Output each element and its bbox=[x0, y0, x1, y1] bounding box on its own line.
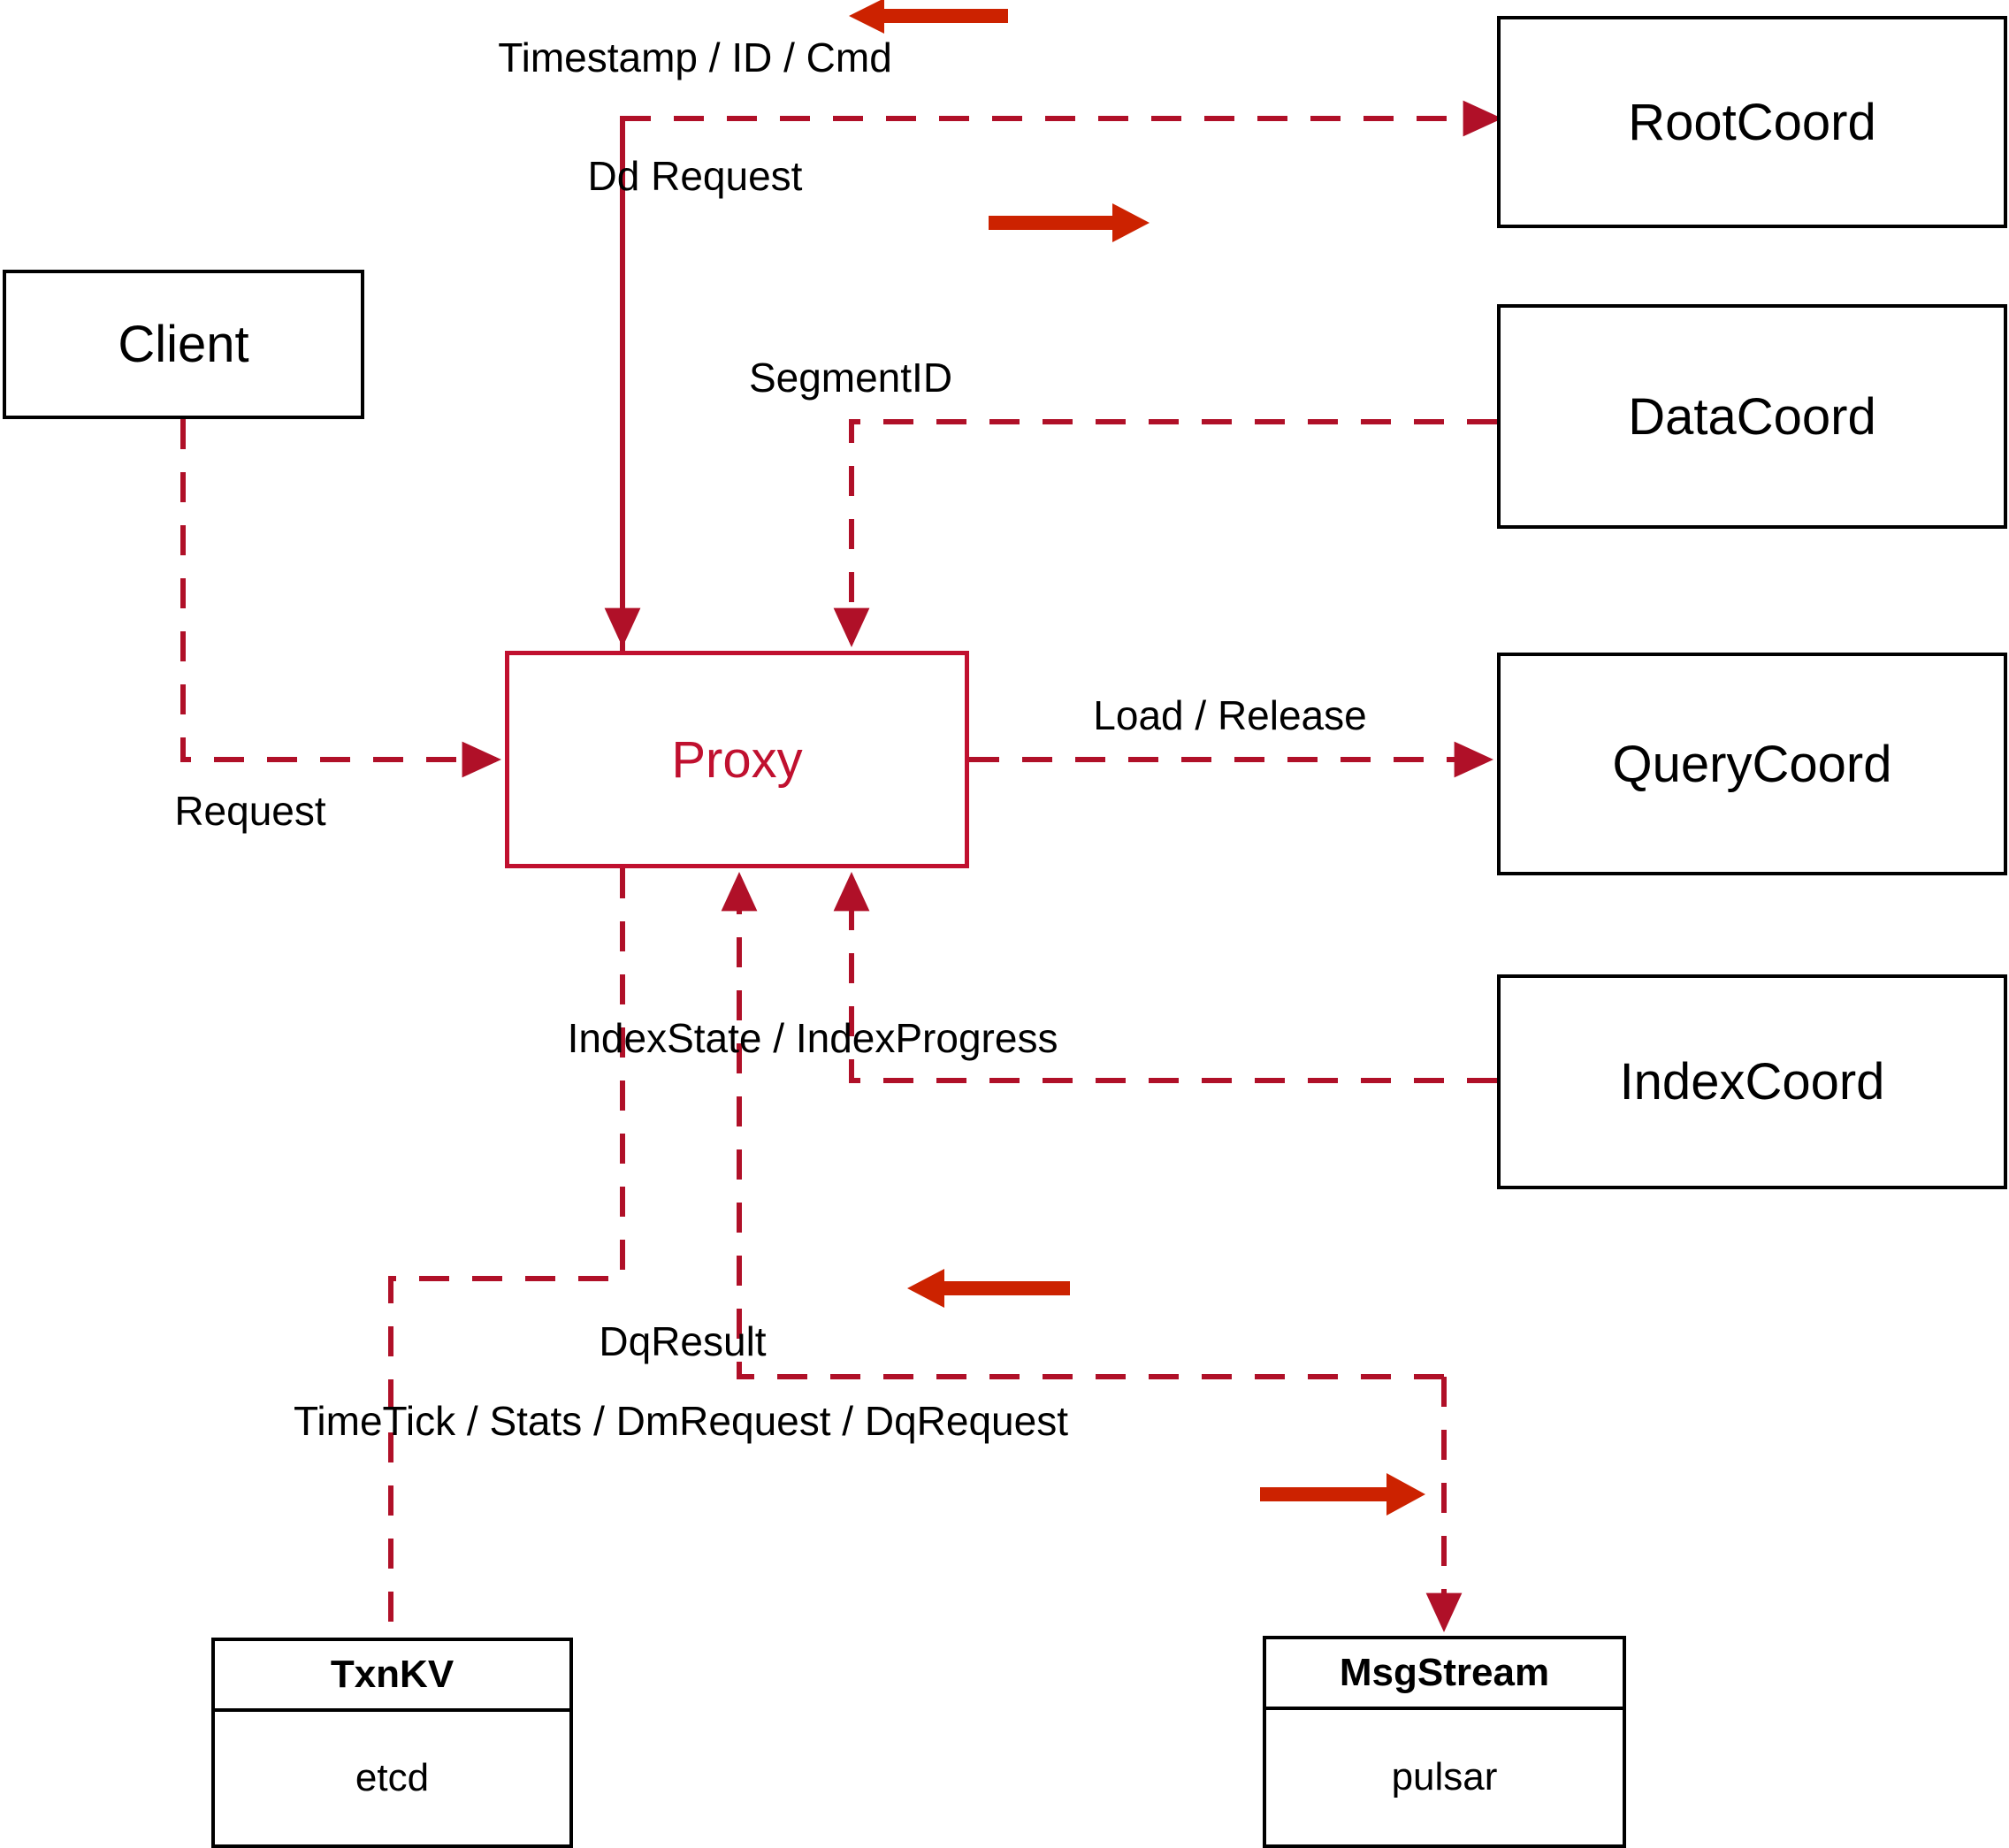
node-msgstream-body-label: pulsar bbox=[1391, 1755, 1498, 1798]
edge-indexcoord-to-proxy bbox=[833, 872, 1497, 1083]
node-proxy[interactable]: Proxy bbox=[505, 651, 969, 868]
node-txnkv-body-label: etcd bbox=[355, 1756, 430, 1799]
node-client-label: Client bbox=[118, 316, 249, 373]
edge-msgstream-to-proxy bbox=[721, 872, 1444, 1379]
edge-label-dq-result: DqResult bbox=[599, 1318, 767, 1364]
edge-datacoord-to-proxy bbox=[833, 419, 1497, 647]
direction-arrow-dq-result bbox=[907, 1269, 1070, 1308]
node-txnkv-header: TxnKV bbox=[215, 1641, 569, 1712]
edge-label-dd-request: Dd Request bbox=[587, 153, 803, 199]
direction-arrow-dd-request bbox=[989, 203, 1150, 242]
edge-proxy-to-txnkv bbox=[388, 868, 625, 1638]
edge-client-to-proxy bbox=[180, 419, 501, 778]
node-msgstream-body: pulsar bbox=[1266, 1710, 1623, 1844]
node-datacoord-label: DataCoord bbox=[1628, 387, 1876, 446]
node-txnkv-header-label: TxnKV bbox=[330, 1653, 455, 1696]
node-msgstream-header: MsgStream bbox=[1266, 1639, 1623, 1710]
edge-label-index-state: IndexState / IndexProgress bbox=[567, 1015, 1058, 1061]
node-proxy-label: Proxy bbox=[671, 730, 803, 789]
node-txnkv-body: etcd bbox=[215, 1712, 569, 1844]
edge-label-request: Request bbox=[174, 788, 326, 834]
node-client[interactable]: Client bbox=[3, 270, 364, 419]
node-rootcoord-label: RootCoord bbox=[1628, 93, 1876, 151]
node-querycoord-label: QueryCoord bbox=[1612, 735, 1892, 793]
node-indexcoord[interactable]: IndexCoord bbox=[1497, 974, 2007, 1189]
node-txnkv[interactable]: TxnKV etcd bbox=[211, 1638, 573, 1848]
node-msgstream-header-label: MsgStream bbox=[1339, 1651, 1550, 1694]
node-rootcoord[interactable]: RootCoord bbox=[1497, 16, 2007, 228]
node-msgstream[interactable]: MsgStream pulsar bbox=[1263, 1636, 1626, 1848]
node-datacoord[interactable]: DataCoord bbox=[1497, 304, 2007, 529]
edge-label-segment-id: SegmentID bbox=[748, 355, 953, 401]
direction-arrow-time-tick bbox=[1260, 1473, 1425, 1516]
direction-arrow-timestamp bbox=[849, 0, 1008, 34]
edge-label-timestamp-id-cmd: Timestamp / ID / Cmd bbox=[498, 34, 892, 80]
edge-label-load-release: Load / Release bbox=[1093, 692, 1367, 738]
node-querycoord[interactable]: QueryCoord bbox=[1497, 653, 2007, 875]
node-indexcoord-label: IndexCoord bbox=[1619, 1053, 1885, 1111]
edge-label-time-tick: TimeTick / Stats / DmRequest / DqRequest bbox=[294, 1398, 1068, 1444]
